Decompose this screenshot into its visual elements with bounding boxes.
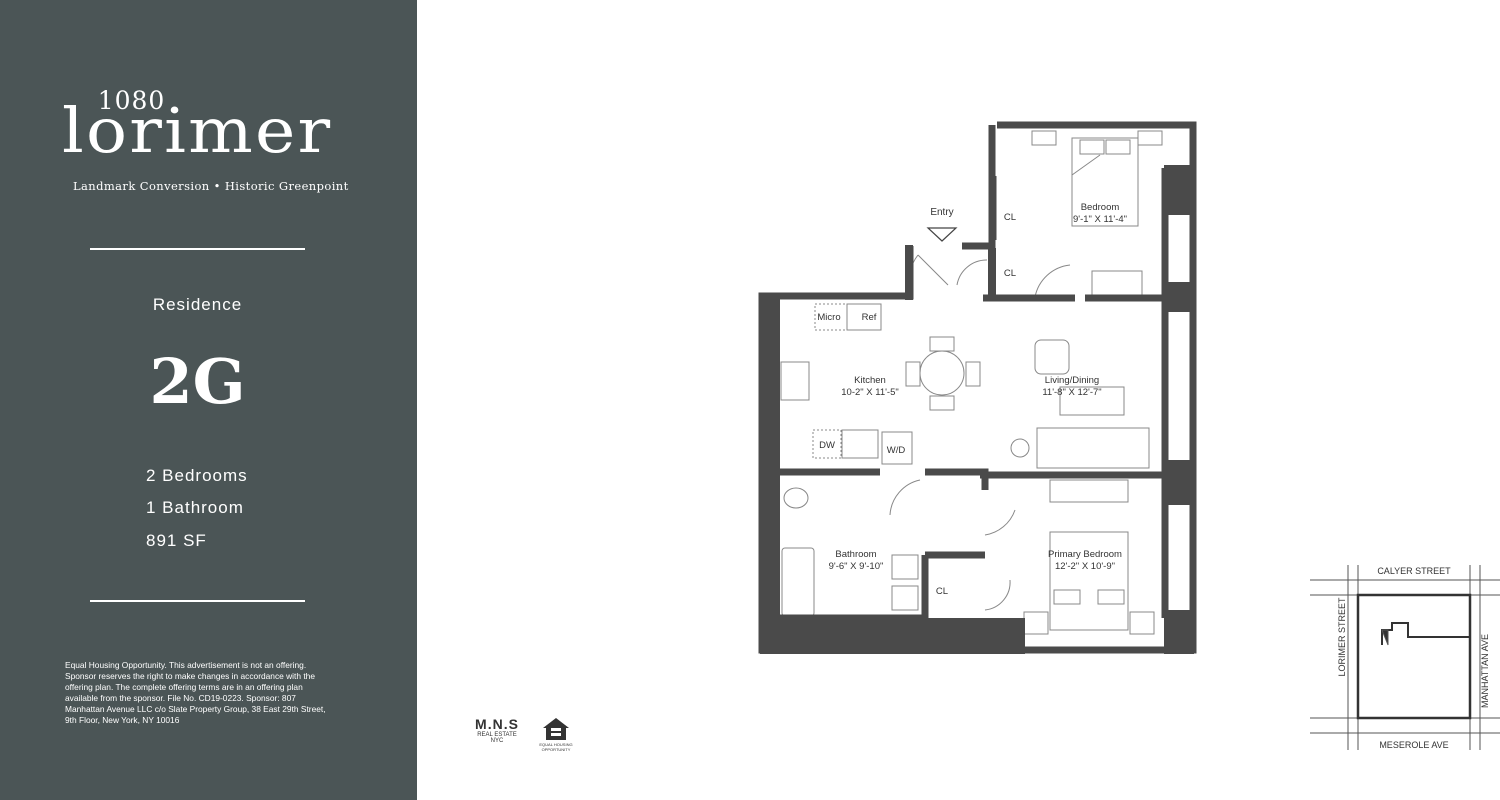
bedroom-count: 2 Bedrooms xyxy=(146,466,248,485)
refrigerator xyxy=(846,303,882,331)
kitchen-dims: 10-2" X 11'-5" xyxy=(841,387,899,398)
broker-line1: REAL ESTATE xyxy=(477,732,517,738)
vanity-sink-1 xyxy=(891,554,919,580)
map-street-east: MANHATTAN AVE xyxy=(1480,634,1490,708)
closet-label-1: CL xyxy=(1004,212,1016,223)
divider-bottom xyxy=(90,600,305,602)
map-street-south: MESEROLE AVE xyxy=(1379,740,1448,750)
dresser-primary xyxy=(1049,479,1129,503)
broker-logo: M.N.S REAL ESTATE NYC xyxy=(466,716,528,744)
vanity-sink-2 xyxy=(891,585,919,611)
closet-label-3: CL xyxy=(936,586,948,597)
equal-housing-logo: EQUAL HOUSING OPPORTUNITY xyxy=(534,716,578,752)
bathroom-count: 1 Bathroom xyxy=(146,498,244,517)
entry-label: Entry xyxy=(930,207,953,218)
residence-label: Residence xyxy=(152,295,243,314)
bathtub xyxy=(781,547,815,617)
stove xyxy=(780,361,810,401)
broker-name: M.N.S xyxy=(475,716,519,732)
living-dims: 11'-8" X 12'-7" xyxy=(1042,387,1101,398)
logo-name: lorimer xyxy=(62,94,333,167)
bed-primary xyxy=(1049,531,1129,631)
eho-line1: EQUAL HOUSING xyxy=(539,742,573,747)
sofa xyxy=(1036,427,1150,469)
ref-label: Ref xyxy=(862,312,877,323)
unit-number: 2G xyxy=(149,345,246,418)
dresser-bedroom xyxy=(1091,270,1143,296)
living-label: Living/Dining xyxy=(1045,375,1099,386)
dishwasher xyxy=(812,429,842,459)
micro-label: Micro xyxy=(817,312,840,323)
side-table xyxy=(1010,438,1030,458)
map-street-west: LORIMER STREET xyxy=(1337,597,1347,677)
wd-label: W/D xyxy=(887,445,906,456)
armchair xyxy=(1034,339,1070,375)
bathroom-dims: 9'-6" X 9'-10" xyxy=(829,561,884,572)
divider-top xyxy=(90,248,305,250)
sink xyxy=(841,429,879,459)
legal-disclaimer: Equal Housing Opportunity. This advertis… xyxy=(65,660,326,725)
washer-dryer xyxy=(881,431,913,465)
primary-bedroom-label: Primary Bedroom xyxy=(1048,549,1122,560)
primary-bedroom-dims: 12'-2" X 10'-9" xyxy=(1055,561,1115,572)
bedroom-label: Bedroom xyxy=(1081,202,1120,213)
sidebar: 1080 lorimer Landmark Conversion • Histo… xyxy=(0,0,417,800)
broker-line2: NYC xyxy=(490,738,504,744)
closet-label-2: CL xyxy=(1004,268,1016,279)
bathroom-label: Bathroom xyxy=(835,549,876,560)
location-map: CALYER STREET MESEROLE AVE LORIMER STREE… xyxy=(1310,565,1500,750)
dining-table xyxy=(919,350,965,396)
building-footprint xyxy=(1381,622,1470,645)
square-footage: 891 SF xyxy=(146,531,207,550)
logo-number: 1080 xyxy=(97,86,166,115)
map-street-north: CALYER STREET xyxy=(1377,566,1451,576)
kitchen-label: Kitchen xyxy=(854,375,886,386)
toilet xyxy=(783,487,809,509)
bedroom-dims: 9'-1" X 11'-4" xyxy=(1073,214,1127,225)
house-icon xyxy=(543,718,569,740)
eho-line2: OPPORTUNITY xyxy=(541,747,571,752)
dw-label: DW xyxy=(819,440,835,451)
bed-bedroom xyxy=(1071,137,1139,227)
entry-arrow xyxy=(926,227,958,242)
logo-tagline: Landmark Conversion • Historic Greenpoin… xyxy=(73,179,349,193)
coffee-table xyxy=(1059,386,1125,416)
